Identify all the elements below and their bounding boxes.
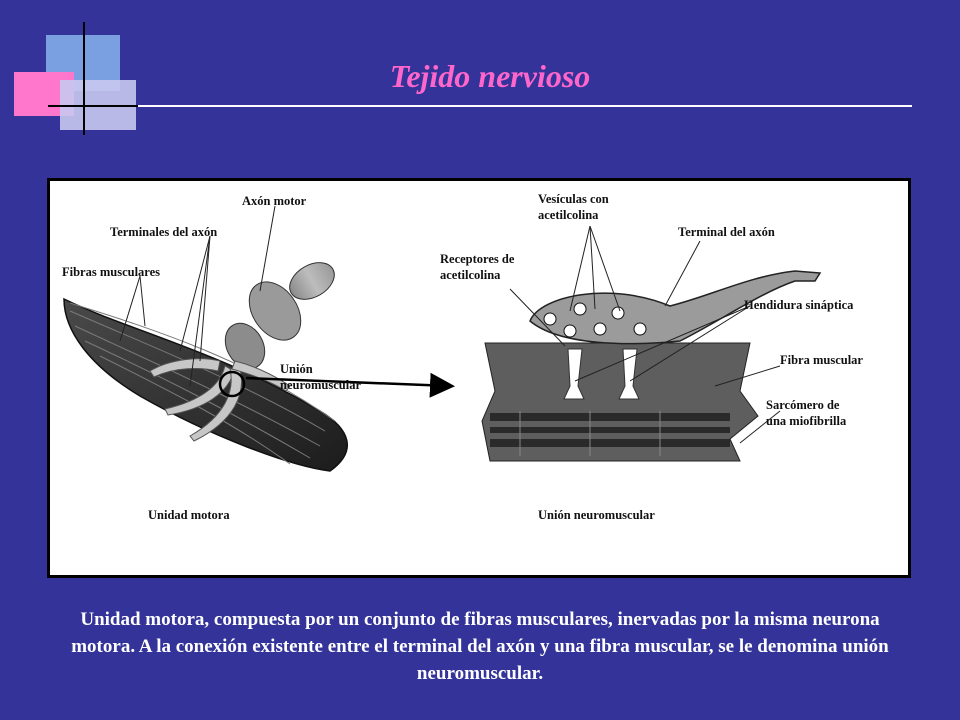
slide-title: Tejido nervioso xyxy=(389,58,591,94)
label-union-1: Unión xyxy=(280,362,313,376)
label-fibras-musculares: Fibras musculares xyxy=(62,265,160,279)
label-axon-motor: Axón motor xyxy=(242,194,307,208)
label-receptores-1: Receptores de xyxy=(440,252,515,266)
label-sarcomero-2: una miofibrilla xyxy=(766,414,847,428)
motor-unit-illustration xyxy=(63,205,455,472)
label-union-neuromuscular: Unión neuromuscular xyxy=(538,508,655,522)
label-terminal-axon: Terminal del axón xyxy=(678,225,775,239)
label-hendidura: Hendidura sináptica xyxy=(744,298,854,312)
label-fibra-muscular: Fibra muscular xyxy=(780,353,863,367)
label-union-2: neuromuscular xyxy=(280,378,361,392)
label-sarcomero-1: Sarcómero de xyxy=(766,398,840,412)
slide-caption: Unidad motora, compuesta por un conjunto… xyxy=(71,609,889,684)
label-terminales-axon: Terminales del axón xyxy=(110,225,217,239)
label-vesiculas-2: acetilcolina xyxy=(538,208,599,222)
junction-illustration xyxy=(481,225,822,462)
label-unidad-motora: Unidad motora xyxy=(148,508,230,522)
corner-decoration xyxy=(14,22,912,135)
label-vesiculas-1: Vesículas con xyxy=(538,192,609,206)
label-receptores-2: acetilcolina xyxy=(440,268,501,282)
neuromuscular-diagram: Axón motor Terminales del axón Fibras mu… xyxy=(47,178,911,578)
